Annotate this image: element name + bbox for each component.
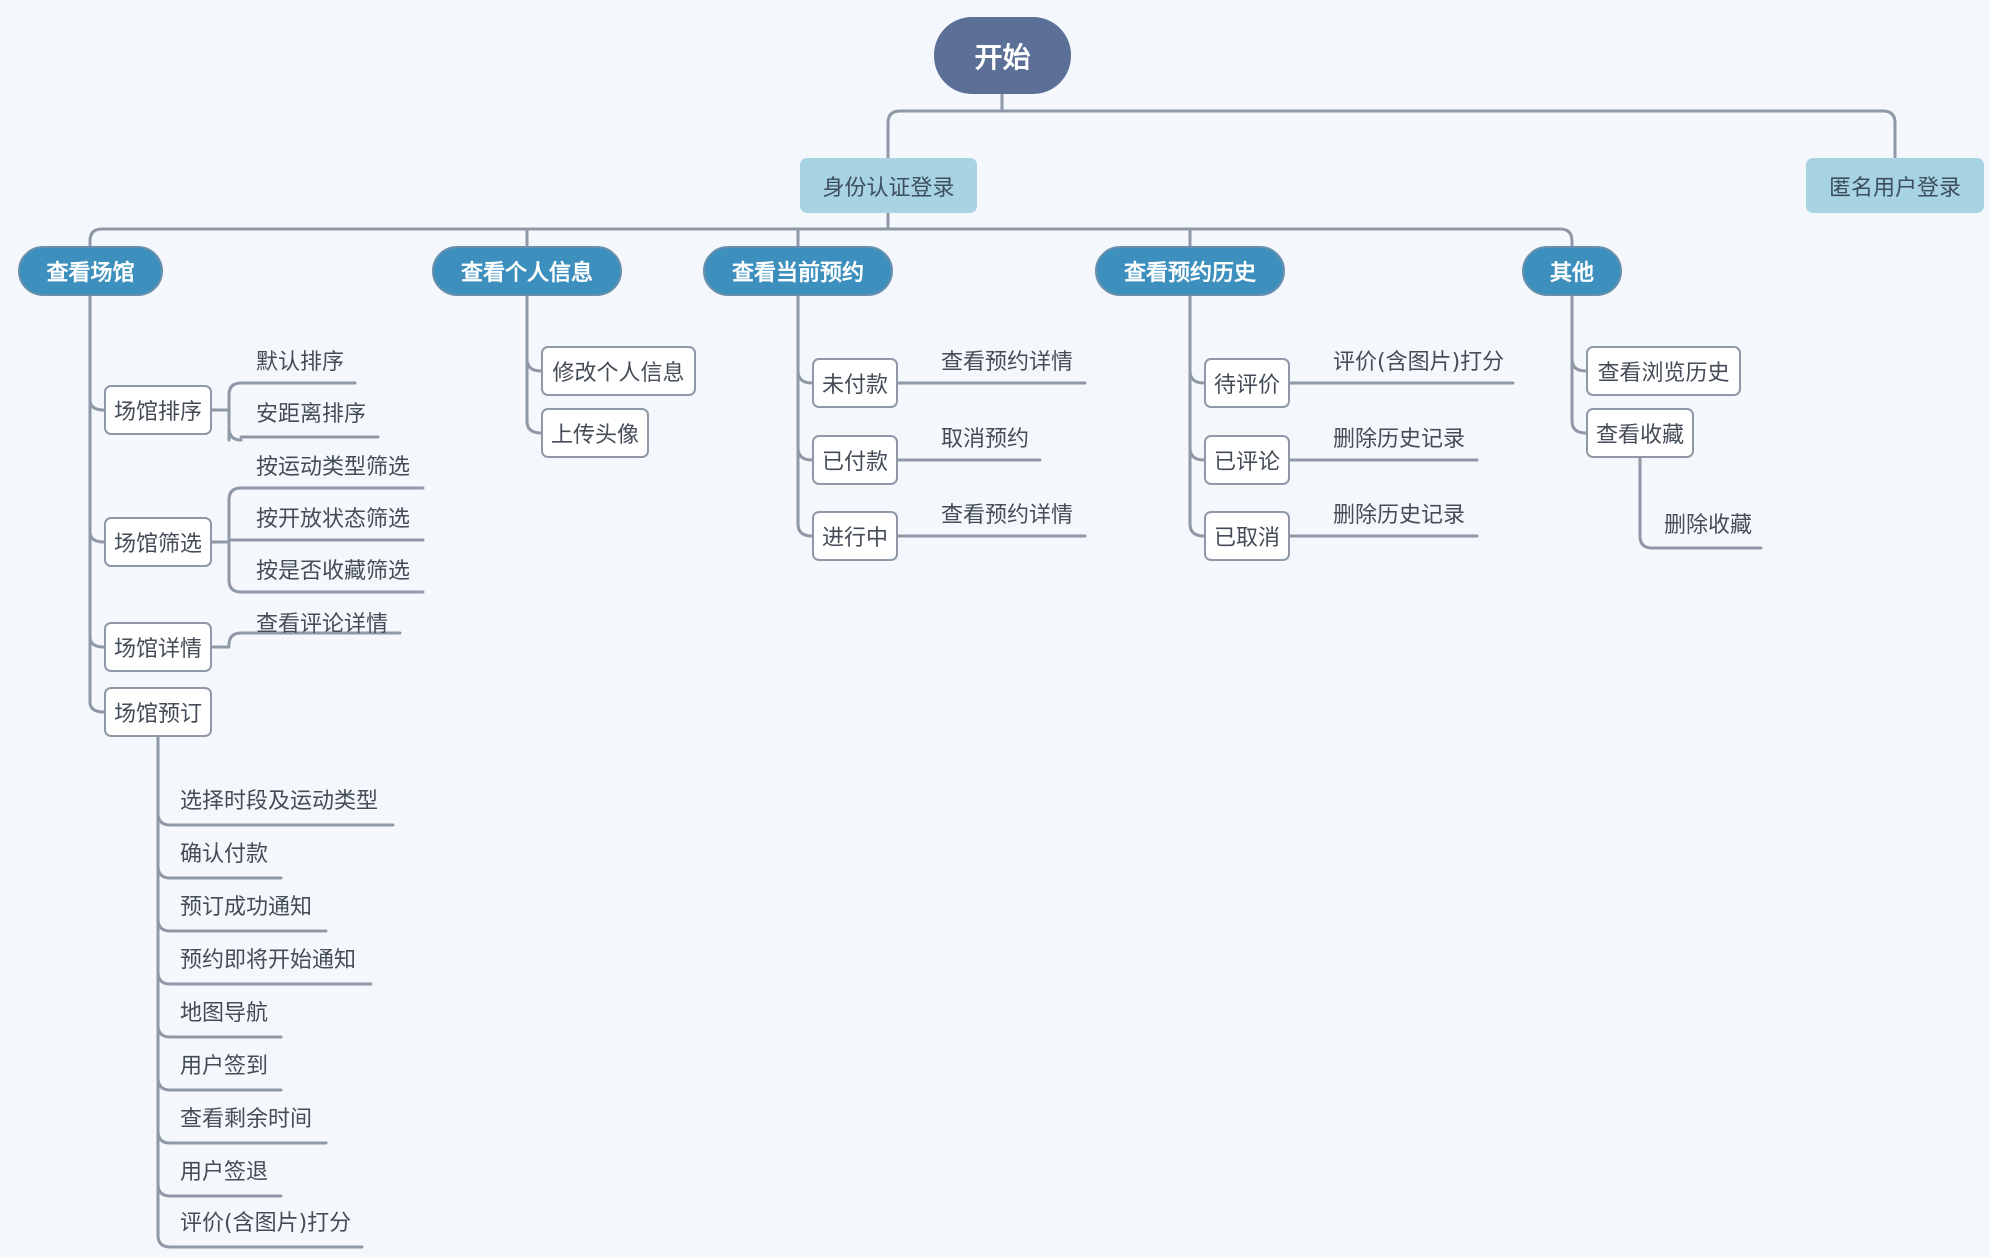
leaf-distance-sort[interactable]: 安距离排序 [256,402,367,427]
auth-login-node[interactable]: 身份认证登录 [800,158,977,213]
venue-detail-node[interactable]: 场馆详情 [104,622,212,672]
leaf-filter-open-status[interactable]: 按开放状态筛选 [256,507,411,532]
reviewed-node[interactable]: 已评论 [1204,435,1290,485]
view-current-booking-node[interactable]: 查看当前预约 [703,246,893,296]
view-booking-history-node[interactable]: 查看预约历史 [1095,246,1285,296]
browse-history-node[interactable]: 查看浏览历史 [1586,346,1741,396]
leaf-booking-step[interactable]: 选择时段及运动类型 [180,789,379,814]
leaf-booking-step[interactable]: 预约即将开始通知 [180,948,357,973]
leaf-delete-favorite[interactable]: 删除收藏 [1664,513,1753,538]
leaf-default-sort[interactable]: 默认排序 [256,350,345,375]
ongoing-node[interactable]: 进行中 [812,511,898,561]
leaf-filter-sport-type[interactable]: 按运动类型筛选 [256,455,411,480]
leaf-booking-step[interactable]: 查看剩余时间 [180,1107,313,1132]
view-venue-node[interactable]: 查看场馆 [18,246,163,296]
leaf-rate-with-images[interactable]: 评价(含图片)打分 [1333,350,1505,375]
leaf-booking-step[interactable]: 评价(含图片)打分 [180,1211,352,1236]
leaf-delete-history[interactable]: 删除历史记录 [1333,427,1466,452]
leaf-filter-favorite[interactable]: 按是否收藏筛选 [256,559,411,584]
anonymous-login-node[interactable]: 匿名用户登录 [1806,158,1984,213]
venue-sort-node[interactable]: 场馆排序 [104,385,212,435]
leaf-booking-step[interactable]: 地图导航 [180,1001,269,1026]
leaf-view-comments[interactable]: 查看评论详情 [256,612,389,637]
other-node[interactable]: 其他 [1522,246,1622,296]
venue-filter-node[interactable]: 场馆筛选 [104,517,212,567]
favorites-node[interactable]: 查看收藏 [1586,408,1694,458]
start-node[interactable]: 开始 [934,17,1071,94]
leaf-booking-step[interactable]: 预订成功通知 [180,895,313,920]
leaf-ongoing-view-detail[interactable]: 查看预约详情 [941,503,1074,528]
view-profile-node[interactable]: 查看个人信息 [432,246,622,296]
leaf-booking-step[interactable]: 用户签退 [180,1160,269,1185]
leaf-booking-step[interactable]: 用户签到 [180,1054,269,1079]
leaf-delete-history[interactable]: 删除历史记录 [1333,503,1466,528]
pending-review-node[interactable]: 待评价 [1204,358,1290,408]
cancelled-node[interactable]: 已取消 [1204,511,1290,561]
upload-avatar-node[interactable]: 上传头像 [541,408,649,458]
leaf-cancel-booking[interactable]: 取消预约 [941,427,1030,452]
edit-profile-node[interactable]: 修改个人信息 [541,346,696,396]
venue-booking-node[interactable]: 场馆预订 [104,687,212,737]
unpaid-node[interactable]: 未付款 [812,358,898,408]
leaf-unpaid-view-detail[interactable]: 查看预约详情 [941,350,1074,375]
leaf-booking-step[interactable]: 确认付款 [180,842,269,867]
paid-node[interactable]: 已付款 [812,435,898,485]
